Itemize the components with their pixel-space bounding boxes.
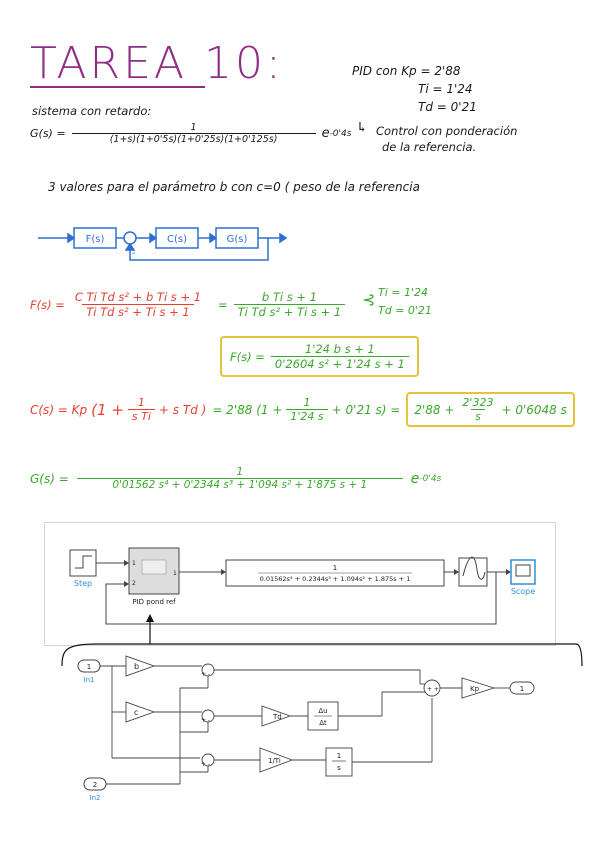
g-eq-numerator: 1 bbox=[236, 466, 244, 478]
sum2-signs: + - bbox=[201, 717, 210, 724]
c-open-paren: (1 + bbox=[91, 400, 124, 419]
pid-port-2: 2 bbox=[132, 580, 136, 587]
bd-c-label: C(s) bbox=[167, 234, 187, 245]
pid-out-1: 1 bbox=[173, 570, 177, 577]
step-label: Step bbox=[74, 579, 92, 588]
pid-subsystem-block[interactable] bbox=[128, 547, 180, 595]
params-sentence: 3 valores para el parámetro b con c=0 ( … bbox=[48, 180, 420, 194]
g-eq-exponential: e bbox=[410, 470, 420, 487]
pid-port-1: 1 bbox=[132, 560, 136, 567]
c-term2-den: 1'24 s bbox=[286, 409, 328, 423]
c-eq-green: = 2'88 (1 + bbox=[212, 402, 283, 417]
tf-numerator: 1 bbox=[333, 564, 337, 572]
gain-ti-label: 1/Ti bbox=[268, 757, 281, 765]
c-term1-den: s Ti bbox=[127, 409, 155, 423]
c-boxed-num: 2'323 bbox=[462, 396, 494, 409]
bd-minus-sign: - bbox=[132, 248, 136, 259]
pid-subsystem-internals: 1 In1 2 In2 bbox=[77, 655, 535, 802]
sum1-signs: + - bbox=[201, 671, 210, 678]
derivative-numerator: Δu bbox=[318, 707, 327, 715]
gain-c-label: c bbox=[134, 708, 138, 717]
f-boxed-result: F(s) = 1'24 b s + 1 0'2604 s² + 1'24 s +… bbox=[220, 336, 419, 377]
f-boxed-numerator: 1'24 b s + 1 bbox=[304, 342, 375, 356]
arrow-icon: ↳ bbox=[356, 120, 368, 136]
system-g-equation: G(s) = 1 (1+s)(1+0'5s)(1+0'25s)(1+0'125s… bbox=[30, 122, 351, 145]
c-lhs: C(s) = Kp bbox=[30, 402, 88, 417]
c-boxed-b: + 0'6048 s bbox=[501, 402, 567, 417]
g-exponential: e bbox=[321, 126, 330, 141]
g-numerator: 1 bbox=[190, 122, 197, 133]
g-eq-lhs: G(s) = bbox=[30, 471, 69, 486]
brace-icon: ⊰ bbox=[362, 290, 376, 309]
in2-label: In2 bbox=[90, 794, 101, 802]
pid-ti: Ti = 1'24 bbox=[418, 82, 473, 96]
gain-kp-label: Kp bbox=[470, 685, 480, 693]
pid-params-line: PID con Kp = 2'88 bbox=[352, 64, 461, 78]
f-equation: F(s) = C Ti Td s² + b Ti s + 1 Ti Td s² … bbox=[30, 290, 205, 319]
zoom-indicator bbox=[61, 614, 583, 667]
c-boxed-a: 2'88 + bbox=[414, 402, 455, 417]
f-td-value: Td = 0'21 bbox=[378, 304, 432, 317]
derivative-denominator: Δt bbox=[319, 719, 327, 727]
system-label: sistema con retardo: bbox=[32, 104, 152, 118]
pid-label: PID pond ref bbox=[132, 598, 176, 606]
gain-b-label: b bbox=[134, 662, 139, 671]
c-boxed-result: 2'88 + 2'323 s + 0'6048 s bbox=[406, 392, 575, 427]
c-term2-num: 1 bbox=[303, 396, 311, 409]
bd-g-label: G(s) bbox=[227, 234, 248, 245]
c-term1-num: 1 bbox=[137, 396, 145, 409]
g-exponent: -0'4s bbox=[329, 128, 352, 139]
c-equation: C(s) = Kp (1 + 1 s Ti + s Td ) = 2'88 (1… bbox=[30, 392, 575, 427]
sum3-signs: + - bbox=[201, 761, 210, 768]
f-numerator: C Ti Td s² + b Ti s + 1 bbox=[74, 290, 202, 304]
in2-number: 2 bbox=[93, 781, 97, 789]
c-tail: + 0'21 s) = bbox=[331, 402, 401, 417]
feedback-block-diagram: F(s) C(s) G(s) - bbox=[38, 227, 288, 261]
g-eq-exponent: -0'4s bbox=[419, 473, 442, 484]
g-equation: G(s) = 1 0'01562 s⁴ + 0'2344 s³ + 1'094 … bbox=[30, 466, 441, 491]
c-std-term: + s Td ) bbox=[158, 402, 207, 417]
f2-denominator: Ti Td s² + Ti s + 1 bbox=[233, 304, 346, 319]
f-lhs: F(s) = bbox=[30, 297, 65, 312]
g-eq-denominator: 0'01562 s⁴ + 0'2344 s³ + 1'094 s² + 1'87… bbox=[76, 478, 403, 491]
page-title: TAREA 10: bbox=[30, 38, 284, 89]
scope-label: Scope bbox=[511, 587, 535, 596]
pid-note-1: Control con ponderación bbox=[376, 124, 518, 138]
tf-denominator: 0.01562s⁴ + 0.2344s³ + 1.094s² + 1.875s … bbox=[260, 575, 411, 583]
transport-delay-block[interactable] bbox=[458, 556, 488, 587]
f-boxed-lhs: F(s) = bbox=[230, 349, 265, 364]
integrator-denominator: s bbox=[337, 764, 341, 772]
bd-f-label: F(s) bbox=[86, 234, 105, 245]
g-denominator: (1+s)(1+0'5s)(1+0'25s)(1+0'125s) bbox=[71, 133, 316, 145]
c-boxed-den: s bbox=[471, 409, 485, 423]
in1-number: 1 bbox=[87, 663, 91, 671]
scope-block[interactable] bbox=[510, 559, 536, 585]
pid-td: Td = 0'21 bbox=[418, 100, 477, 114]
in1-label: In1 bbox=[84, 676, 95, 684]
f-boxed-denominator: 0'2604 s² + 1'24 s + 1 bbox=[270, 356, 409, 371]
pid-note-2: de la referencia. bbox=[382, 140, 477, 154]
out1-number: 1 bbox=[520, 685, 524, 693]
g-lhs: G(s) = bbox=[30, 127, 66, 140]
f2-numerator: b Ti s + 1 bbox=[261, 290, 317, 304]
gain-td-label: Td bbox=[272, 713, 282, 721]
title-underline bbox=[30, 86, 205, 88]
f-equation-simplified: = b Ti s + 1 Ti Td s² + Ti s + 1 bbox=[218, 290, 346, 319]
f-denominator: Ti Td s² + Ti s + 1 bbox=[82, 304, 194, 319]
f-ti-value: Ti = 1'24 bbox=[378, 286, 429, 299]
step-block[interactable] bbox=[69, 549, 97, 577]
simulink-model: Step 1 2 1 PID pond ref 1 0.01562s⁴ + 0.… bbox=[44, 522, 556, 646]
sum-final-signs: + + bbox=[427, 686, 439, 693]
integrator-numerator: 1 bbox=[337, 752, 341, 760]
